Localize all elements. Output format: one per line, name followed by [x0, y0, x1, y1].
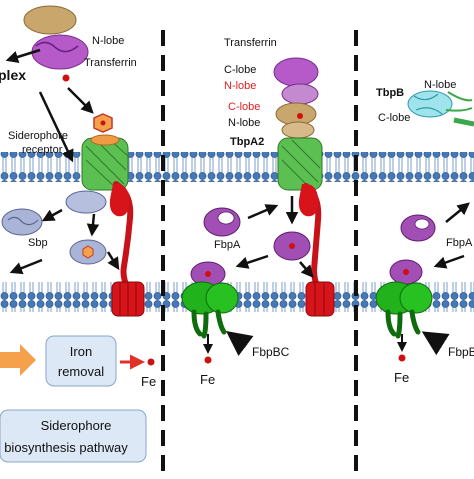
- tbpa2-barrel: [277, 137, 323, 191]
- siderophore-box-label-1: Siderophore: [41, 418, 112, 433]
- iron-dot-1: [62, 74, 70, 82]
- iron-dot-fe-1: [147, 358, 155, 366]
- tbp-inner-transporter: [305, 281, 335, 317]
- fbpa-protein-2: [273, 231, 311, 261]
- fbpbc-label-2: FbpB: [448, 345, 474, 359]
- transferrin-label-1: Transferrin: [84, 57, 137, 69]
- fe-label-3: Fe: [394, 370, 409, 385]
- sbp-label: Sbp: [28, 237, 48, 249]
- arrow-to-receptor-1: [67, 87, 94, 114]
- iron-dot-2: [297, 113, 303, 119]
- c-lobe-label-3: C-lobe: [378, 112, 410, 124]
- fbpbc-transporter-1: [181, 281, 239, 339]
- iron-dot-fe-2: [204, 356, 212, 364]
- arrow-to-fbpa-left-2: [433, 254, 465, 269]
- siderophore-receptor-label-2: receptor: [22, 144, 63, 156]
- arrow-fbpa-up-2: [445, 202, 470, 223]
- sbp-protein-2: [65, 190, 107, 214]
- siderophore-receptor-barrel: [81, 134, 129, 191]
- fbpa-protein-4: [400, 214, 436, 242]
- fe-label-2: Fe: [200, 372, 215, 387]
- fbpa-label-1: FbpA: [214, 239, 241, 251]
- fbpa-protein-3: [190, 261, 226, 287]
- n-lobe-red-label: N-lobe: [224, 80, 256, 92]
- iron-dot-fe-3: [398, 354, 406, 362]
- red-tether-2: [298, 183, 322, 291]
- siderophore-icon-1: [93, 113, 113, 133]
- red-tether-1: [109, 181, 134, 291]
- fbpbc-label-1: FbpBC: [252, 345, 290, 359]
- c-lobe-label-1: C-lobe: [224, 64, 256, 76]
- arrow-to-fbpbc-1: [226, 331, 254, 356]
- fbpa-protein-1: [203, 207, 241, 237]
- fe-label-1: Fe: [141, 374, 156, 389]
- orange-input-arrow: [0, 344, 36, 376]
- complex-label: plex: [0, 67, 26, 83]
- siderophore-receptor-label-1: Siderophore: [8, 130, 68, 142]
- n-lobe-label-1: N-lobe: [92, 35, 124, 47]
- transferrin-protein-2: [273, 57, 319, 139]
- transferrin-label-2: Transferrin: [224, 37, 277, 49]
- outer-membrane: [0, 152, 474, 182]
- fbpa-label-2: FbpA: [446, 237, 473, 249]
- arrow-to-fbpa-left: [235, 254, 269, 269]
- arrow-to-fbpbc-2: [421, 331, 450, 356]
- arrow-to-complex: [5, 48, 41, 63]
- siderophore-inner-transporter: [111, 281, 145, 317]
- n-lobe-label-2: N-lobe: [228, 117, 260, 129]
- arrow-receptor-down: [86, 213, 100, 237]
- siderophore-biosynthesis-box: Siderophore biosynthesis pathway: [0, 409, 147, 463]
- arrow-fbpa-up: [247, 204, 279, 220]
- arrow-sbp-to-inner: [106, 251, 120, 271]
- n-lobe-label-3: N-lobe: [424, 79, 456, 91]
- iron-removal-label-2: removal: [58, 364, 104, 379]
- arrow-fbpa-down: [299, 261, 314, 278]
- fbpbc-transporter-2: [375, 281, 433, 339]
- tbpb-label: TbpB: [376, 87, 404, 99]
- iron-removal-label-1: Iron: [70, 344, 92, 359]
- transferrin-protein-1: [23, 5, 89, 70]
- siderophore-box-label-2: biosynthesis pathway: [4, 440, 128, 455]
- arrow-to-sbp: [41, 208, 63, 222]
- c-lobe-red-label: C-lobe: [228, 101, 260, 113]
- fbpa-protein-5: [389, 259, 423, 285]
- arrow-complex-receptor: [38, 91, 74, 163]
- tbpa2-label: TbpA2: [230, 136, 264, 148]
- arrow-to-left-1: [9, 258, 43, 275]
- sbp-siderophore-complex: [69, 239, 107, 265]
- iron-removal-box: Iron removal: [45, 335, 117, 387]
- sbp-protein-1: [1, 208, 43, 236]
- tbpb-protein: [407, 90, 474, 127]
